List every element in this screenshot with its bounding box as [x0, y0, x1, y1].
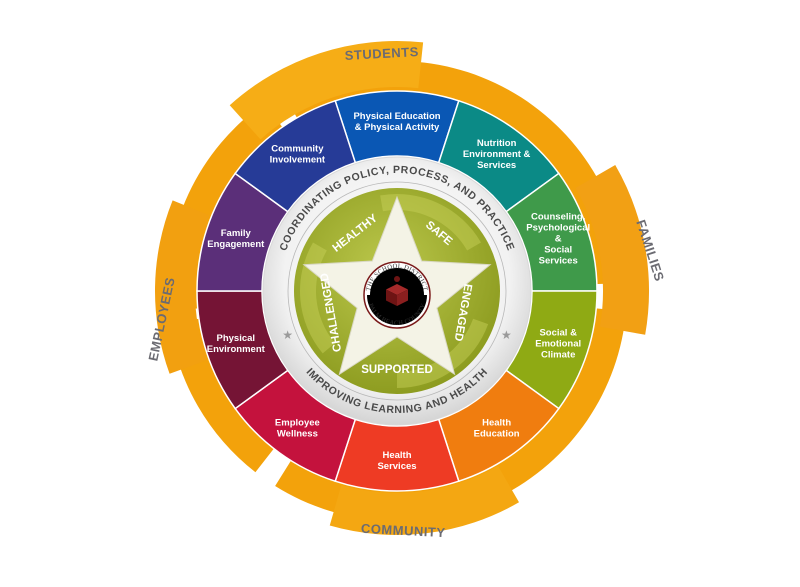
- field-swoosh: [380, 194, 482, 251]
- segment-label-line: Education: [474, 429, 520, 440]
- outer-ring: [155, 41, 649, 535]
- segment-label-line: Engagement: [207, 239, 265, 250]
- star-mark-right-icon: ★: [501, 328, 512, 342]
- segment-label-line: Wellness: [277, 429, 318, 440]
- outer-ring-flap: [329, 465, 519, 535]
- segment-label-line: Involvement: [270, 154, 326, 165]
- segment-label-line: Family: [221, 228, 252, 239]
- field-swoosh: [397, 318, 489, 388]
- outer-ring-arc: [275, 308, 627, 521]
- segment-label-line: Health: [482, 418, 511, 429]
- policy-ring-line: [287, 181, 507, 401]
- segment-label-line: Social: [544, 245, 572, 256]
- segment-label-line: Physical Education: [353, 111, 440, 122]
- outer-ring-flap: [155, 200, 210, 374]
- field-swooshes: [300, 194, 489, 388]
- students-label: STUDENTS: [344, 44, 419, 63]
- segment-label: Physical Education& Physical Activity: [353, 111, 440, 133]
- outer-ring-flap: [575, 165, 649, 335]
- cube-left: [386, 289, 397, 306]
- segment-label-line: Emotional: [535, 338, 581, 349]
- segment-label-line: Health: [382, 450, 411, 461]
- segment-label-line: Services: [377, 461, 416, 472]
- outer-ring-flap: [229, 41, 424, 140]
- component-segments: Physical Education& Physical ActivityNut…: [196, 90, 598, 492]
- school-district-logo: THE SCHOOL DISTRICT PALM BEACH COUNTY: [363, 261, 431, 329]
- segment-label-line: Services: [477, 160, 516, 171]
- logo-cube-icon: [386, 276, 408, 306]
- segment-label-line: Environment: [207, 344, 266, 355]
- segment-label-line: Social &: [539, 327, 577, 338]
- cube-head: [394, 276, 400, 282]
- segment-label-line: Nutrition: [477, 138, 517, 149]
- segment-label-line: Environment &: [463, 149, 531, 160]
- star-mark-left-icon: ★: [282, 328, 293, 342]
- segment-label-line: Employee: [275, 418, 320, 429]
- segment-label-line: & Physical Activity: [355, 122, 440, 133]
- segment-label-line: Psychological: [526, 223, 590, 234]
- segment-label-line: Community: [271, 143, 324, 154]
- cube-right: [397, 289, 408, 306]
- segment-label-line: Climate: [541, 349, 575, 360]
- segment-label-line: Counseling,: [531, 212, 585, 223]
- segment-label-line: Physical: [217, 333, 256, 344]
- star-word: SUPPORTED: [361, 364, 433, 376]
- field-swoosh: [300, 242, 335, 354]
- segment-label-line: Services: [539, 256, 578, 267]
- segment-wedge: [234, 99, 357, 213]
- segment-label-line: &: [555, 234, 562, 245]
- community-label: COMMUNITY: [361, 521, 446, 540]
- outer-ring-arc: [282, 61, 627, 285]
